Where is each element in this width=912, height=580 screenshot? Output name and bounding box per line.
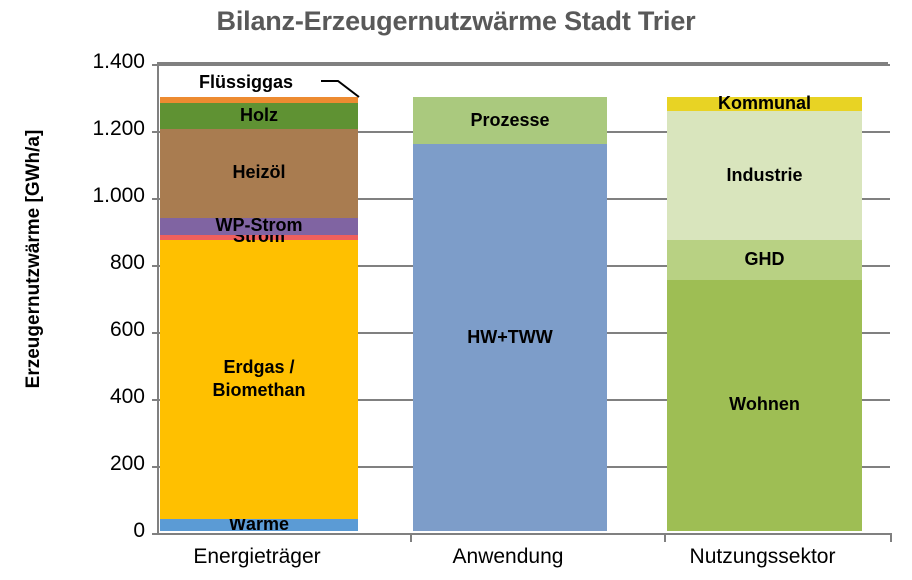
y-tick-600 xyxy=(152,332,159,334)
y-tick-1.000 xyxy=(152,198,159,200)
y-tick-1.400 xyxy=(152,64,159,66)
bar-segment-industrie[interactable] xyxy=(667,111,862,241)
bar-segment-holz[interactable] xyxy=(160,102,358,129)
y-tick-label-400: 400 xyxy=(109,385,145,408)
y-tick-label-1.000: 1.000 xyxy=(92,184,145,207)
bar-segment-flüssiggas[interactable] xyxy=(160,97,358,103)
bar-segment-wohnen[interactable] xyxy=(667,279,862,531)
bar-segment-wärme[interactable] xyxy=(160,519,358,531)
y-tick-1.200 xyxy=(152,131,159,133)
category-separator-2 xyxy=(664,533,666,542)
y-tick-label-600: 600 xyxy=(109,318,145,341)
category-label-anwendung: Anwendung xyxy=(452,545,564,568)
y-tick-200 xyxy=(152,466,159,468)
bar-segment-wp-strom[interactable] xyxy=(160,217,358,235)
callout-label-fluessiggas: Flüssiggas xyxy=(199,72,294,92)
category-separator-3 xyxy=(890,533,892,542)
category-separator-1 xyxy=(410,533,412,542)
y-tick-label-800: 800 xyxy=(109,251,145,274)
chart-title: Bilanz-Erzeugernutzwärme Stadt Trier xyxy=(216,6,696,36)
bar-segment-strom[interactable] xyxy=(160,234,358,240)
y-tick-800 xyxy=(152,265,159,267)
bar-segment-erdgas-biomethan[interactable] xyxy=(160,239,358,520)
y-tick-label-1.400: 1.400 xyxy=(92,50,145,73)
bar-segment-heizöl[interactable] xyxy=(160,129,358,218)
bar-segment-prozesse[interactable] xyxy=(413,97,607,145)
bar-segment-kommunal[interactable] xyxy=(667,97,862,112)
y-tick-400 xyxy=(152,399,159,401)
y-tick-0 xyxy=(152,533,159,535)
bar-segment-hw-tww[interactable] xyxy=(413,144,607,531)
bar-segment-ghd[interactable] xyxy=(667,240,862,280)
category-label-energieträger: Energieträger xyxy=(193,545,321,568)
x-axis-line xyxy=(159,533,890,535)
gridline-1.400 xyxy=(159,64,890,66)
category-label-nutzungssektor: Nutzungssektor xyxy=(689,545,836,568)
y-tick-label-0: 0 xyxy=(133,519,145,542)
y-tick-label-1.200: 1.200 xyxy=(92,117,145,140)
y-tick-label-200: 200 xyxy=(109,452,145,475)
